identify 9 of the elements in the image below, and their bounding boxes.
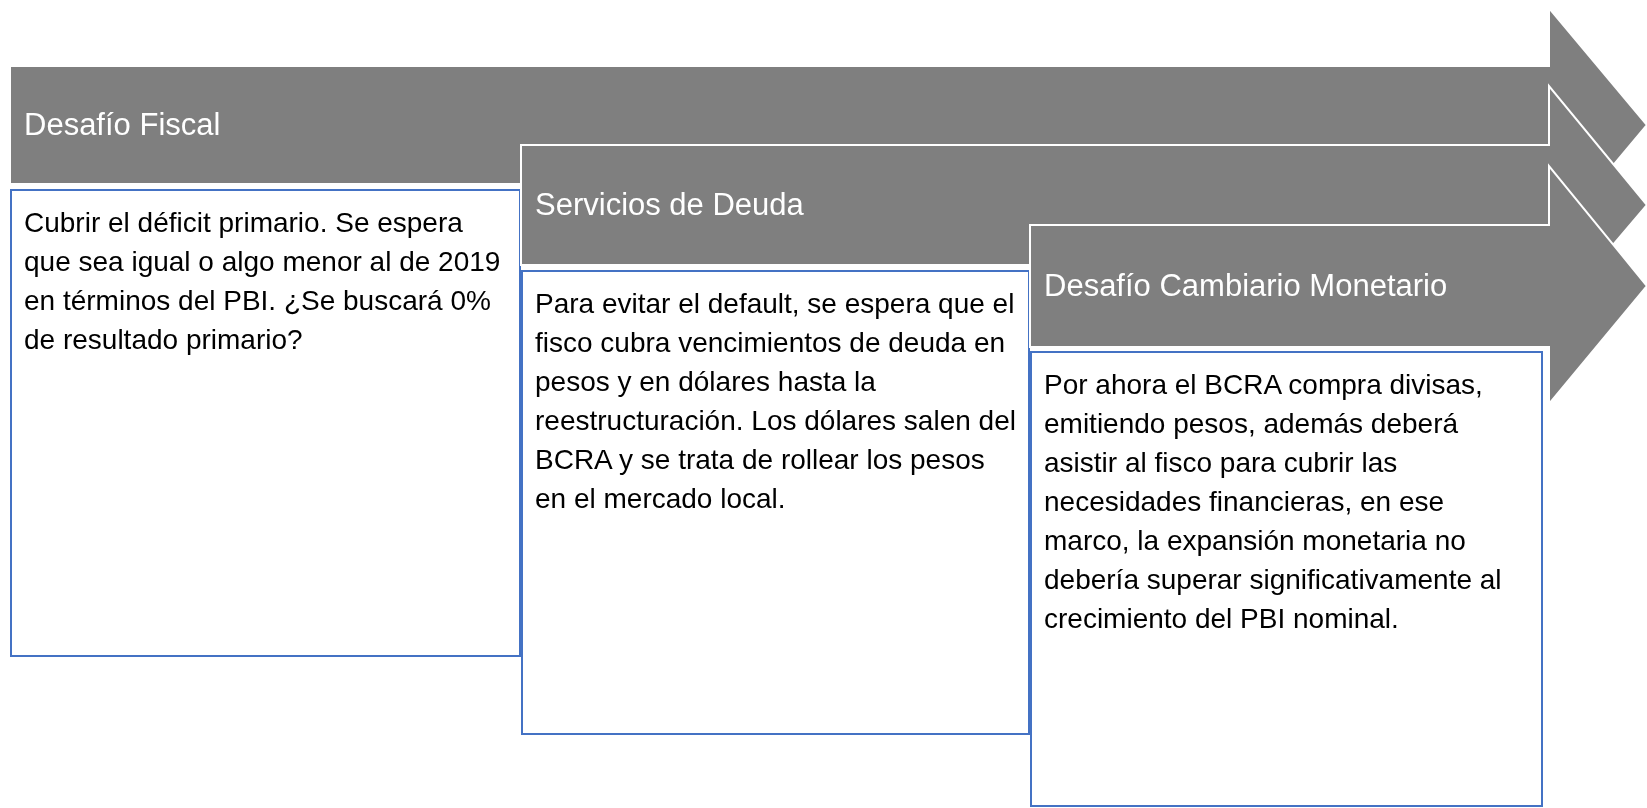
- arrow-title: Desafío Cambiario Monetario: [1044, 267, 1448, 305]
- text-box: [521, 270, 1030, 735]
- description-text: Cubrir el déficit primario. Se espera que sea igual o algo menor al de 2019 en términos del PBI. ¿Se buscará 0% de resultado primario?: [24, 206, 502, 357]
- text-box: [10, 189, 521, 657]
- description-text: Por ahora el BCRA compra divisas, emitiendo pesos, además deberá asistir al fisco para cubrir las necesidades financieras, en ese marco, la expansión monetaria no debería superar significativamente al crecimiento del PBI nominal.: [1044, 368, 1503, 636]
- arrow-title: Desafío Fiscal: [24, 106, 221, 144]
- arrow-title: Servicios de Deuda: [535, 186, 804, 224]
- text-box: [1030, 351, 1543, 807]
- description-text: Para evitar el default, se espera que el fisco cubra vencimientos de deuda en pesos y en dólares hasta la reestructuración. Los dólares salen del BCRA y se trata de rollear los pesos en el mercado local.: [535, 287, 1017, 516]
